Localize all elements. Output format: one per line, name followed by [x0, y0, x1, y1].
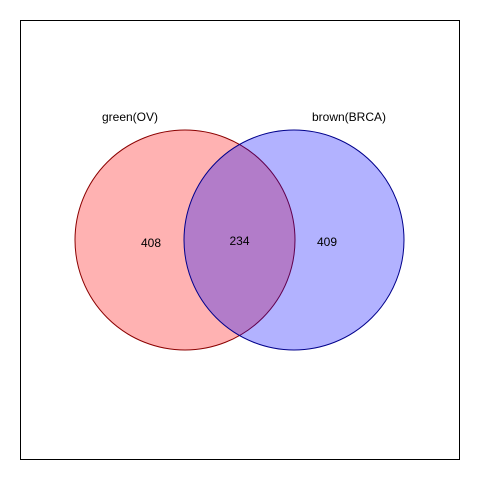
set-a-only-count: 408 — [141, 236, 161, 250]
set-b-only-count: 409 — [317, 235, 337, 249]
set-a-circle — [74, 129, 296, 351]
set-b-label: brown(BRCA) — [312, 110, 386, 124]
set-a-label: green(OV) — [102, 110, 158, 124]
plot-border — [20, 20, 460, 460]
set-b-circle — [183, 129, 405, 351]
intersection-count: 234 — [229, 234, 249, 248]
